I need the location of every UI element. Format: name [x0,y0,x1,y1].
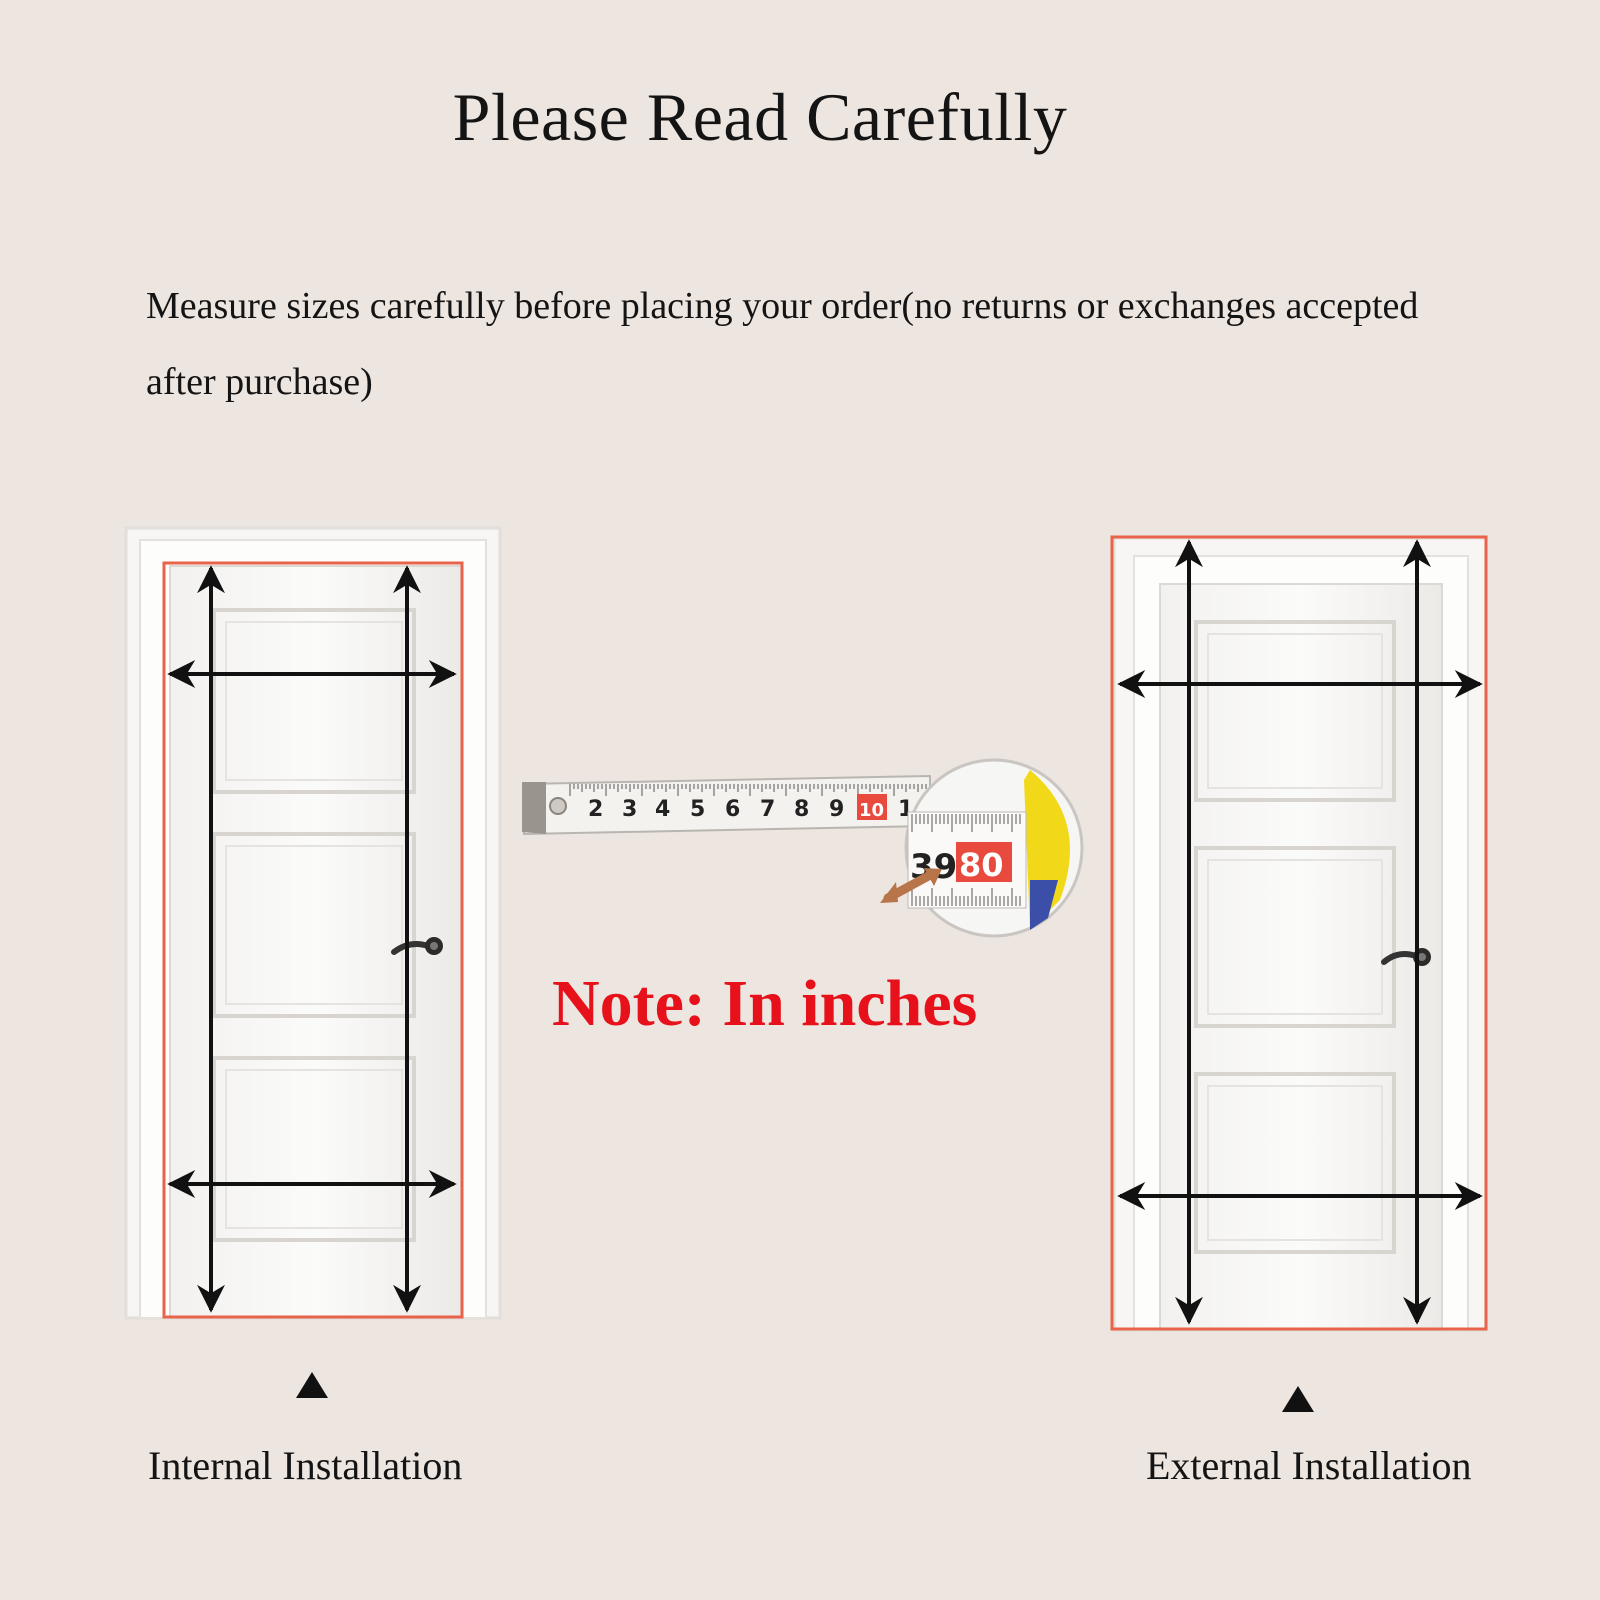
tape-number: 2 [588,797,603,822]
measure-instructions: Measure sizes carefully before placing y… [146,285,1419,403]
double-arrow-icon [880,868,942,903]
tape-number: 10 [859,800,884,821]
internal-installation-label: Internal Installation [148,1443,463,1488]
units-note: Note: In inches [552,967,978,1040]
tape-number: 5 [690,797,705,822]
tape-number: 6 [725,797,740,822]
tape-number: 7 [760,797,775,822]
external-installation-label: External Installation [1146,1443,1472,1488]
external-door-illustration [1110,535,1488,1332]
magnified-number-80: 80 [959,846,1004,884]
tape-number: 3 [622,797,637,822]
tape-number: 9 [829,797,844,822]
internal-door-illustration [124,526,502,1320]
tape-number: 8 [794,797,809,822]
internal-measure-outline [162,561,464,1319]
magnifier-circle: 39 80 [904,758,1084,938]
internal-measure-arrows [167,565,457,1313]
page-title: Please Read Carefully [452,79,1068,155]
external-measure-outline [1110,535,1488,1331]
external-measure-arrows [1117,539,1483,1325]
tape-number: 4 [655,797,670,822]
caret-up-icon [296,1372,328,1398]
caret-up-icon [1282,1386,1314,1412]
